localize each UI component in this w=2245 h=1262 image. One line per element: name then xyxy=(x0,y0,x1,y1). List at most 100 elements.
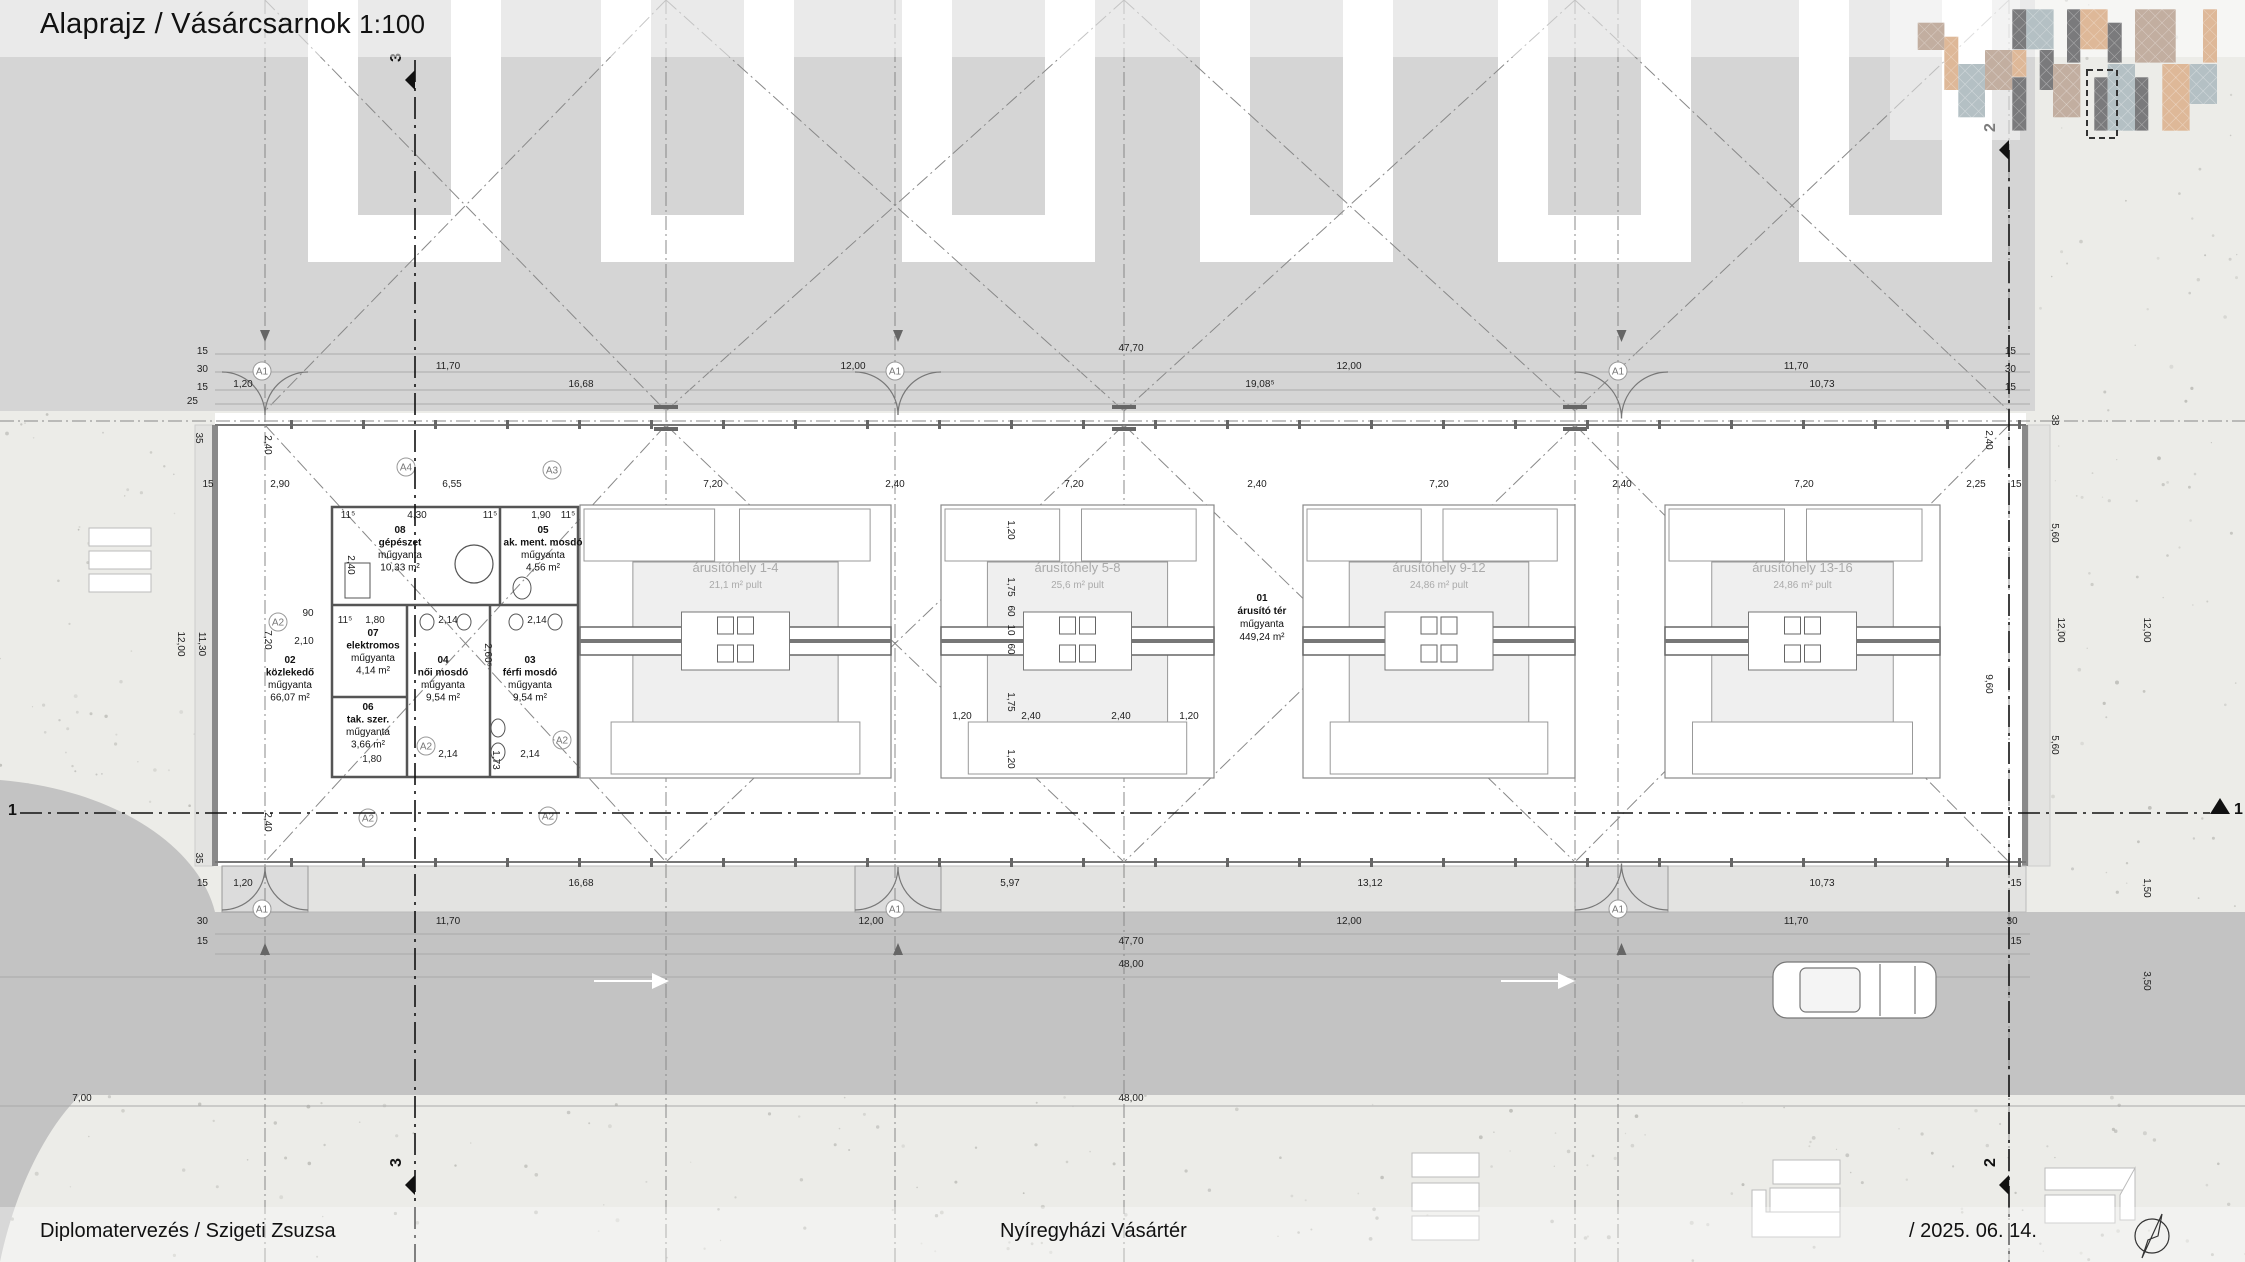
logo-tile-facet xyxy=(2026,22,2041,37)
speckle-dot xyxy=(1034,1143,1038,1147)
logo-tile-facet xyxy=(2202,9,2217,24)
door-tag: A3 xyxy=(546,466,559,477)
logo-tile xyxy=(1985,50,2013,90)
speckle-dot xyxy=(2021,1209,2024,1212)
speckle-dot xyxy=(273,1121,277,1125)
speckle-dot xyxy=(2205,1183,2209,1187)
dimension-label: 30 xyxy=(197,916,209,927)
stall-area: 24,86 m² pult xyxy=(1773,580,1832,591)
dimension-label: 7,00 xyxy=(72,1093,92,1104)
speckle-dot xyxy=(78,526,81,528)
door-swing xyxy=(1574,371,1623,419)
logo-tile-facet xyxy=(2202,63,2217,78)
speckle-dot xyxy=(0,657,1,660)
dimension-label: 2,60⁵ xyxy=(482,643,493,667)
footer-author: Diplomatervezés / Szigeti Zsuzsa xyxy=(40,1220,336,1242)
speckle-dot xyxy=(954,1180,958,1184)
stall-shelf xyxy=(1668,508,1785,562)
room-material: műgyanta xyxy=(521,550,565,561)
section-marker-label: 3 xyxy=(388,1158,405,1167)
speckle-dot xyxy=(322,1215,324,1218)
speckle-dot xyxy=(1606,1235,1611,1240)
speckle-dot xyxy=(2125,882,2128,884)
sink-icon xyxy=(490,742,506,762)
speckle-dot xyxy=(2196,278,2200,282)
logo-tile-facet xyxy=(2012,9,2027,24)
room-material: műgyanta xyxy=(378,550,422,561)
facade-mullion xyxy=(722,420,725,429)
logo-tile-facet xyxy=(2094,117,2109,132)
speckle-dot xyxy=(1019,1226,1022,1229)
logo-tile-facet xyxy=(2052,90,2067,105)
speckle-dot xyxy=(173,512,176,515)
dimension-label: 10,73 xyxy=(1809,878,1834,889)
logo-tile-facet xyxy=(2189,77,2204,92)
speckle-dot xyxy=(95,773,98,776)
speckle-dot xyxy=(1634,1114,1639,1118)
door-tag: A1 xyxy=(256,367,269,378)
speckle-dot xyxy=(2147,806,2152,810)
logo-tile-facet xyxy=(1971,77,1986,92)
logo-tile-facet xyxy=(2039,49,2054,64)
logo-tile-facet xyxy=(1998,49,2013,64)
facade-mullion xyxy=(1802,420,1805,429)
door-tag-circle xyxy=(538,806,558,826)
speckle-dot xyxy=(42,703,46,707)
speckle-dot xyxy=(2054,480,2056,482)
door-tag-circle xyxy=(542,460,562,480)
speckle-dot xyxy=(1811,1136,1816,1140)
speckle-dot xyxy=(2086,647,2088,649)
facade-mullion xyxy=(1514,420,1517,429)
speckle-dot xyxy=(2137,840,2140,844)
door-tag: A1 xyxy=(889,905,902,916)
logo-tile-facet xyxy=(2026,9,2041,24)
room-material: műgyanta xyxy=(346,727,390,738)
speckle-dot xyxy=(603,1204,605,1206)
bench-block xyxy=(1751,1189,1841,1238)
door-swing xyxy=(1574,863,1623,911)
dimension-label: 1,80 xyxy=(365,615,385,626)
speckle-dot xyxy=(2206,600,2209,603)
section-marker-label: 1 xyxy=(2234,801,2243,818)
speckle-dot xyxy=(1812,1245,1816,1249)
dimension-label: 15 xyxy=(197,936,209,947)
speckle-dot xyxy=(876,1125,880,1129)
dimension-label: 11⁵ xyxy=(341,510,356,521)
speckle-dot xyxy=(2075,495,2078,497)
door-swing xyxy=(854,866,899,911)
road-arrow xyxy=(1501,973,1575,989)
logo-tile-facet xyxy=(2066,36,2081,51)
speckle-dot xyxy=(316,1255,319,1258)
logo-tile xyxy=(1917,22,1945,50)
dimension-label: 10,73 xyxy=(1809,379,1834,390)
logo-tile xyxy=(2012,9,2027,50)
speckle-dot xyxy=(2085,56,2089,61)
speckle-dot xyxy=(139,491,143,495)
urinal-icon xyxy=(508,613,524,631)
dimension-label: 2,40 xyxy=(1983,430,1994,450)
speckle-dot xyxy=(734,1196,737,1199)
logo-tile-facet xyxy=(2175,117,2190,132)
logo-tile-facet xyxy=(2175,77,2190,92)
bench-block xyxy=(2044,1194,2116,1224)
speckle-dot xyxy=(1591,1154,1595,1158)
speckle-dot xyxy=(666,1256,669,1259)
logo-tile-facet xyxy=(2162,117,2177,132)
speckle-dot xyxy=(1371,1103,1374,1106)
logo-tile xyxy=(2012,50,2027,77)
speckle-dot xyxy=(2152,1138,2157,1142)
dimension-label: 12,00 xyxy=(175,631,186,656)
speckle-dot xyxy=(1845,1153,1850,1158)
room-area: 9,54 m² xyxy=(426,693,461,704)
facade-mullion xyxy=(1658,420,1661,429)
dimension-label: 1,80 xyxy=(362,754,382,765)
stall-sink-block xyxy=(681,611,790,671)
logo-tile-facet xyxy=(2012,49,2027,64)
facade-mullion xyxy=(1658,858,1661,867)
facade-mullion xyxy=(938,420,941,429)
section-arrow-icon xyxy=(405,1175,415,1195)
room-material: műgyanta xyxy=(1240,619,1284,630)
